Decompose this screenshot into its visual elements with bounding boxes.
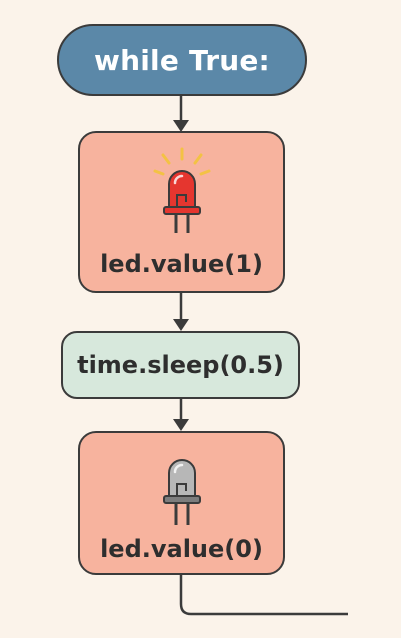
led-on-label: led.value(1) (100, 250, 263, 278)
connector-led-on-to-delay (173, 293, 189, 331)
arrow-down-icon (173, 419, 189, 431)
gray-led-off-icon (163, 459, 201, 525)
led-off-node: led.value(0) (78, 431, 285, 575)
connector-loop-to-led-on (173, 96, 189, 132)
while-loop-node: while True: (57, 24, 307, 96)
led-on-node: led.value(1) (78, 131, 285, 293)
led-off-label: led.value(0) (100, 535, 263, 563)
red-led-on-icon (153, 147, 211, 233)
sleep-label: time.sleep(0.5) (77, 351, 284, 379)
connector-delay-to-led-off (173, 399, 189, 431)
arrow-down-icon (173, 319, 189, 331)
connector-loop-return (179, 575, 348, 616)
while-loop-label: while True: (94, 43, 270, 77)
sleep-node: time.sleep(0.5) (61, 331, 300, 399)
led-glow-icon (153, 147, 211, 176)
